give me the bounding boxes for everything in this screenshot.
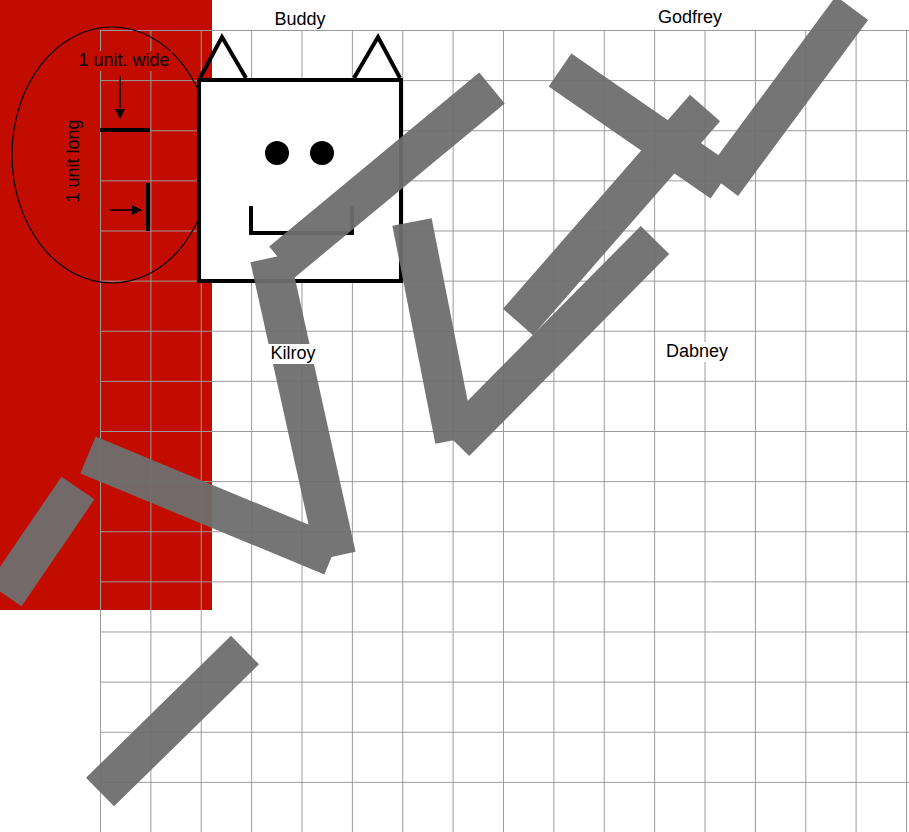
unit-length-segment [146,183,150,231]
grid [100,30,909,832]
pointer-arrow [119,76,121,118]
unit-label: 1 unit long [64,117,84,204]
cat-name: Godfrey [656,8,724,28]
callout-ellipse [12,27,212,283]
watermark-strokes [5,8,852,792]
unit-width-segment [100,128,150,132]
pointer-arrow [110,209,141,211]
cat-name: Buddy [272,10,327,30]
cat-name: Dabney [664,342,730,362]
unit-label: 1 unit. wide [76,51,171,71]
cat-name: Kilroy [268,344,317,364]
grid-edge [906,30,907,832]
